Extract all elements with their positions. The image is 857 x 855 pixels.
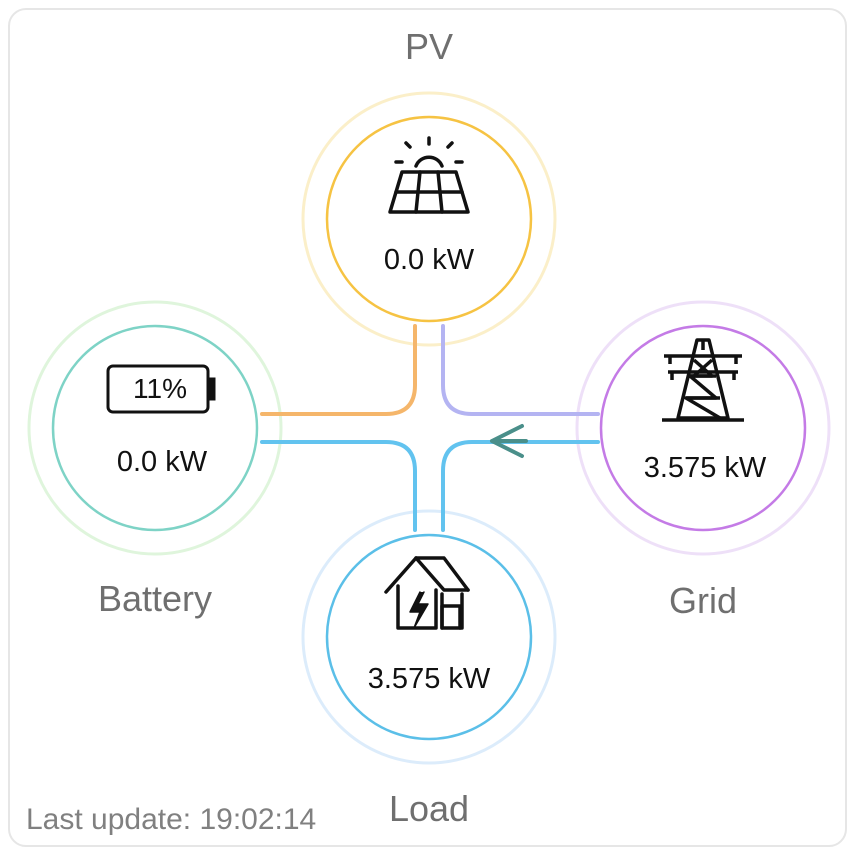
pv-node[interactable]	[325, 115, 533, 323]
flow-pv-grid	[441, 324, 600, 416]
grid-node[interactable]	[599, 324, 807, 532]
load-label: Load	[388, 788, 470, 829]
pv-power-value: 0.0 kW	[383, 244, 475, 276]
flow-grid-load	[441, 440, 600, 532]
load-node[interactable]	[325, 533, 533, 741]
battery-node[interactable]	[51, 324, 259, 532]
load-power-value: 3.575 kW	[367, 663, 491, 695]
flow-battery-load	[260, 440, 417, 532]
transmission-tower-icon	[662, 338, 744, 422]
battery-percent: 11%	[133, 373, 187, 404]
flow-lines	[260, 324, 600, 532]
battery-label: Battery	[97, 578, 213, 619]
house-bolt-icon	[384, 556, 470, 630]
last-update-text: Last update: 19:02:14	[26, 803, 317, 836]
solar-panel-icon	[388, 136, 470, 214]
flow-direction-arrow-icon	[490, 424, 528, 458]
grid-label: Grid	[668, 580, 737, 621]
flow-pv-battery	[260, 324, 417, 416]
grid-power-value: 3.575 kW	[643, 452, 767, 484]
pv-label: PV	[404, 26, 454, 67]
battery-power-value: 0.0 kW	[116, 446, 208, 478]
battery-icon	[106, 364, 216, 414]
